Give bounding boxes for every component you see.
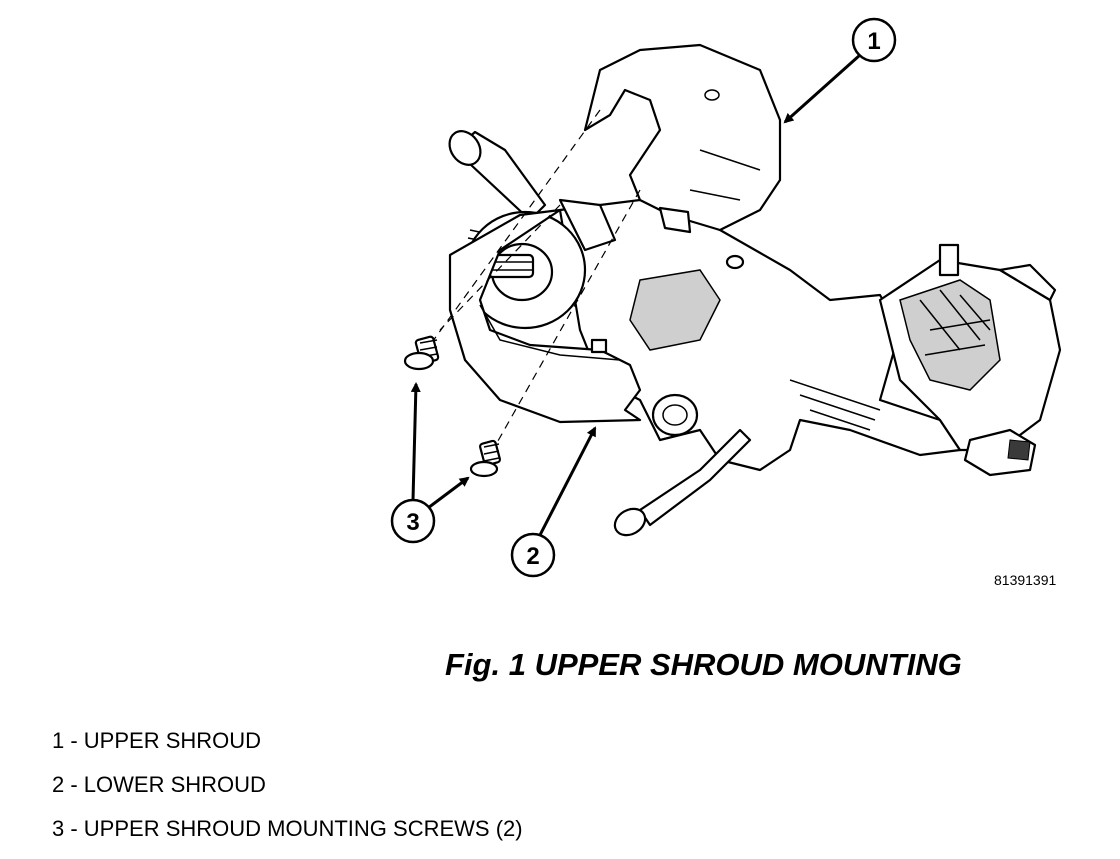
callout-3: 3 bbox=[390, 498, 436, 544]
mounting-bracket bbox=[878, 243, 1062, 477]
mounting-screws bbox=[403, 335, 502, 478]
mounting-screw-upper bbox=[403, 335, 440, 371]
callout-3-leader-b bbox=[427, 476, 470, 510]
callout-2-number: 2 bbox=[526, 543, 539, 570]
callout-1: 1 bbox=[851, 17, 897, 63]
legend-item-lower-shroud: 2 - LOWER SHROUD bbox=[52, 772, 266, 797]
legend-item-upper-shroud: 1 - UPPER SHROUD bbox=[52, 728, 262, 753]
callout-1-number: 1 bbox=[867, 28, 880, 55]
callout-2-leader bbox=[538, 426, 597, 536]
ignition-lock-cylinder bbox=[651, 393, 699, 437]
alignment-lines bbox=[429, 109, 641, 456]
parts-legend: 1 - UPPER SHROUD 2 - LOWER SHROUD 3 - UP… bbox=[52, 727, 523, 859]
multifunction-switch-stalk bbox=[448, 130, 547, 259]
mounting-screw-lower bbox=[469, 439, 502, 478]
steering-column-diagram: 1 2 3 bbox=[390, 17, 1062, 578]
figure-id-number: 81391391 bbox=[994, 572, 1057, 588]
callout-2: 2 bbox=[510, 532, 556, 578]
lower-shroud bbox=[448, 208, 642, 424]
figure-caption: Fig. 1 UPPER SHROUD MOUNTING bbox=[445, 647, 962, 682]
callout-1-leader bbox=[783, 53, 861, 124]
callout-3-leader-a bbox=[410, 382, 421, 501]
callout-3-number: 3 bbox=[406, 509, 419, 536]
upper-shroud bbox=[583, 43, 782, 234]
tilt-lever bbox=[613, 428, 752, 537]
legend-item-mounting-screws: 3 - UPPER SHROUD MOUNTING SCREWS (2) bbox=[52, 816, 523, 841]
